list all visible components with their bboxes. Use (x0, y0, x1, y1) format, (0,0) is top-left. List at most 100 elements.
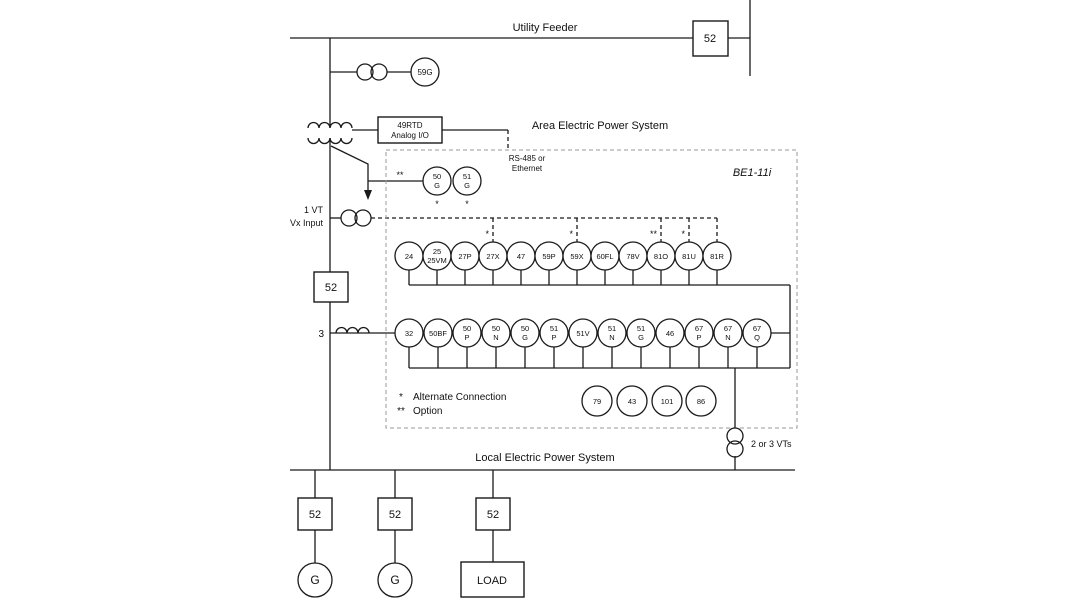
breaker-52-gen1: 52 (297, 497, 333, 531)
relay-label: 86 (697, 397, 705, 406)
breaker-box (475, 497, 511, 531)
relay-32: 32 (394, 318, 424, 368)
relay-27p: 27P (450, 241, 480, 285)
breaker-box (313, 271, 349, 303)
vts-count-label: 2 or 3 VTs (751, 439, 792, 449)
relay-label: 27X (486, 252, 499, 261)
relay-47: 47 (506, 241, 536, 285)
alt-connection-mark: * (465, 199, 469, 209)
comm-label-line2: Ethernet (512, 164, 543, 173)
rtd-label-line1: 49RTD (397, 121, 422, 130)
load-box: LOAD (460, 561, 525, 598)
pair-option-mark: ** (396, 170, 404, 180)
relay-46: 46 (655, 318, 685, 368)
relay-label: 81O (654, 252, 668, 261)
relay-buses (409, 284, 791, 369)
generator-1: G (297, 562, 333, 598)
relay-label: 51V (576, 329, 589, 338)
generator-label: G (310, 573, 319, 587)
vt-input-label-line1: 1 VT (304, 205, 324, 215)
ground-branch-line (330, 145, 369, 192)
relay-50bf: 50BF (423, 318, 453, 368)
relay-label: 43 (628, 397, 636, 406)
relay-label: 27P (458, 252, 471, 261)
relay-label: 46 (666, 329, 674, 338)
relay-label: 81R (710, 252, 724, 261)
relay-27x: 27X * (478, 218, 508, 285)
relay-60fl: 60FL (590, 241, 620, 285)
relay-label: 24 (405, 252, 413, 261)
ct-count-label: 3 (318, 329, 324, 340)
relay-label: 50BF (429, 329, 447, 338)
relay-59x: 59X* (562, 218, 592, 285)
bus-lines (290, 0, 795, 563)
transformer-symbol-main (307, 121, 353, 145)
load-feeder-drops (314, 470, 494, 563)
vt-symbol-input (340, 209, 372, 227)
relay-label: 59P (542, 252, 555, 261)
utility-feeder-label: Utility Feeder (513, 22, 578, 34)
breaker-52-feeder: 52 (313, 271, 349, 303)
transformer-winding-top (307, 121, 353, 129)
rtd-label-line2: Analog I/O (391, 131, 429, 140)
alt-connection-mark: * (569, 229, 573, 239)
ground-arrow-icon (364, 190, 372, 200)
vt-symbol-output (726, 427, 744, 458)
breaker-box (692, 20, 729, 57)
relay-label: 101 (661, 397, 674, 406)
alt-connection-mark: * (681, 229, 685, 239)
relay-59g: 59G (410, 57, 440, 87)
breaker-label: 52 (487, 509, 499, 521)
relay-81r: 81R (702, 218, 732, 285)
breaker-box (297, 497, 333, 531)
load-label: LOAD (477, 575, 507, 587)
breaker-52-gen2: 52 (377, 497, 413, 531)
device-name-label: BE1-11i (733, 167, 772, 179)
alt-connection-mark: * (485, 229, 489, 239)
legend-double-star-text: Option (413, 406, 442, 417)
relay-label: 79 (593, 397, 601, 406)
relay-label: 32 (405, 329, 413, 338)
relay-51v: 51V (568, 318, 598, 368)
be1-11i-enclosure (385, 149, 798, 429)
legend-star-text: Alternate Connection (413, 392, 506, 403)
alt-connection-mark: ** (650, 229, 658, 239)
alt-connection-mark: * (435, 199, 439, 209)
legend-star: * (399, 392, 403, 403)
relay-24: 24 (394, 241, 424, 285)
comm-label-line1: RS-485 or (509, 154, 546, 163)
relay-label: 47 (517, 252, 525, 261)
generator-label: G (390, 573, 399, 587)
local-eps-label: Local Electric Power System (475, 452, 614, 464)
relay-label: 78V (626, 252, 639, 261)
transformer-symbol-59g (356, 63, 388, 81)
relay-78v: 78V (618, 241, 648, 285)
relay-59p: 59P (534, 241, 564, 285)
relay-86: 86 (685, 385, 717, 417)
generator-2: G (377, 562, 413, 598)
ct-symbol (335, 326, 370, 334)
vt-input-label-line2: Vx Input (290, 218, 324, 228)
legend: * Alternate Connection ** Option (397, 392, 506, 417)
